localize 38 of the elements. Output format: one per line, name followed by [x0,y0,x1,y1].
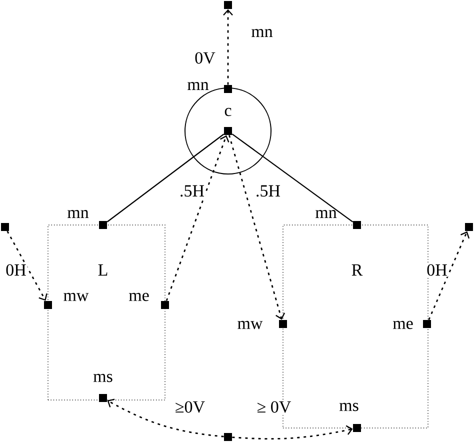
edge-label: 0H [4,263,28,277]
arrow [228,135,286,320]
port-square [161,301,169,309]
edge-label: 0V [194,51,216,65]
port-label: me [392,320,413,330]
port-square [99,221,107,229]
port-square [353,424,361,432]
port-square [224,1,232,9]
port-square [465,223,473,231]
arrow [232,425,353,440]
port-square [279,320,287,328]
arrow [223,9,233,85]
port-square [423,320,431,328]
port-label: mn [252,28,273,37]
arrow [428,231,470,320]
edge-label: 0H [426,263,448,277]
port-label: mn [68,210,89,218]
port-square [353,221,361,229]
arrow [107,398,224,438]
port-label: ms [339,402,358,412]
port-label: mn [188,82,209,90]
port-label: ms [93,374,112,382]
edge-label: ≥0V [174,400,206,414]
edge-label: .5H [178,184,206,198]
edge-label: ≥ 0V [256,400,292,414]
edge-label: .5H [254,184,282,198]
port-square [44,301,52,309]
port-square [224,433,232,441]
port-label: me [128,292,149,302]
port-square [1,223,9,231]
port-square [224,85,232,93]
arrow [6,230,48,301]
port-square [99,394,107,402]
port-label: mw [64,292,89,302]
port-square [224,127,232,135]
arrow [166,135,230,302]
port-label: mw [238,320,263,330]
port-label: mn [316,210,337,218]
